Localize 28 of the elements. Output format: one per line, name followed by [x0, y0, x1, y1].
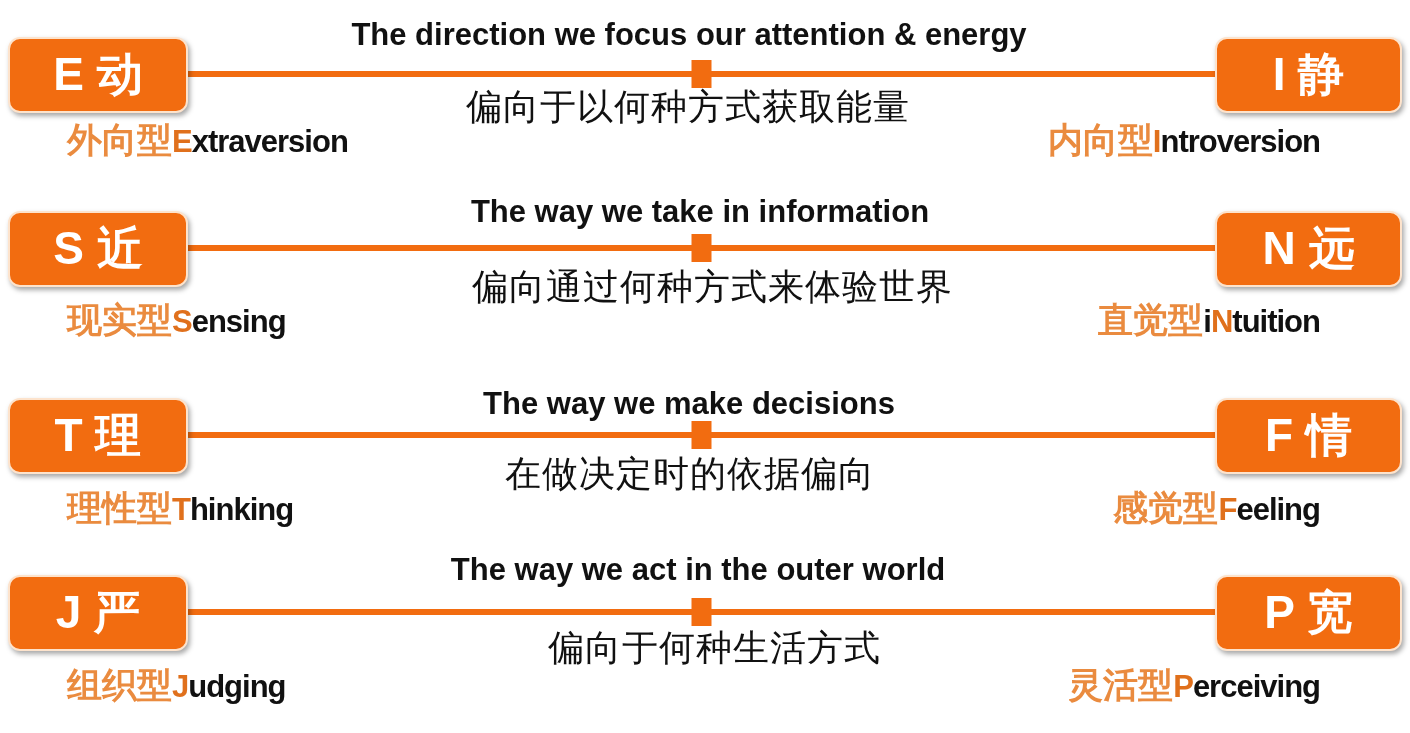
dimension-heading: The way we act in the outer world: [450, 552, 946, 588]
trait-label: 感觉型Feeling: [1113, 488, 1320, 529]
trait-box: J 严: [8, 575, 188, 651]
trait-box: N 远: [1215, 211, 1402, 287]
trait-box: I 静: [1215, 37, 1402, 113]
trait-box: F 情: [1215, 398, 1402, 474]
dimension-description: 偏向于何种生活方式: [547, 627, 881, 669]
dimension-heading: The way we take in information: [470, 194, 930, 230]
trait-box: P 宽: [1215, 575, 1402, 651]
dimension-description: 偏向于以何种方式获取能量: [466, 86, 910, 128]
connector-line: [188, 609, 1215, 615]
dimension-heading: The way we make decisions: [483, 386, 895, 422]
trait-label: 内向型Introversion: [1047, 120, 1320, 161]
dimension-description: 偏向通过何种方式来体验世界: [471, 266, 953, 308]
trait-label: 现实型Sensing: [67, 300, 286, 341]
dimension-heading: The direction we focus our attention & energy: [351, 17, 1027, 53]
connector-line: [188, 71, 1215, 77]
trait-box: E 动: [8, 37, 188, 113]
trait-box: T 理: [8, 398, 188, 474]
trait-box: S 近: [8, 211, 188, 287]
connector-line: [188, 432, 1215, 438]
trait-label: 组织型Judging: [67, 665, 286, 706]
trait-label: 外向型Extraversion: [67, 120, 348, 161]
connector-line: [188, 245, 1215, 251]
trait-label: 理性型Thinking: [67, 488, 294, 529]
trait-label: 直觉型iNtuition: [1098, 300, 1320, 341]
dimension-description: 在做决定时的依据偏向: [505, 453, 875, 495]
trait-label: 灵活型Perceiving: [1068, 665, 1320, 706]
